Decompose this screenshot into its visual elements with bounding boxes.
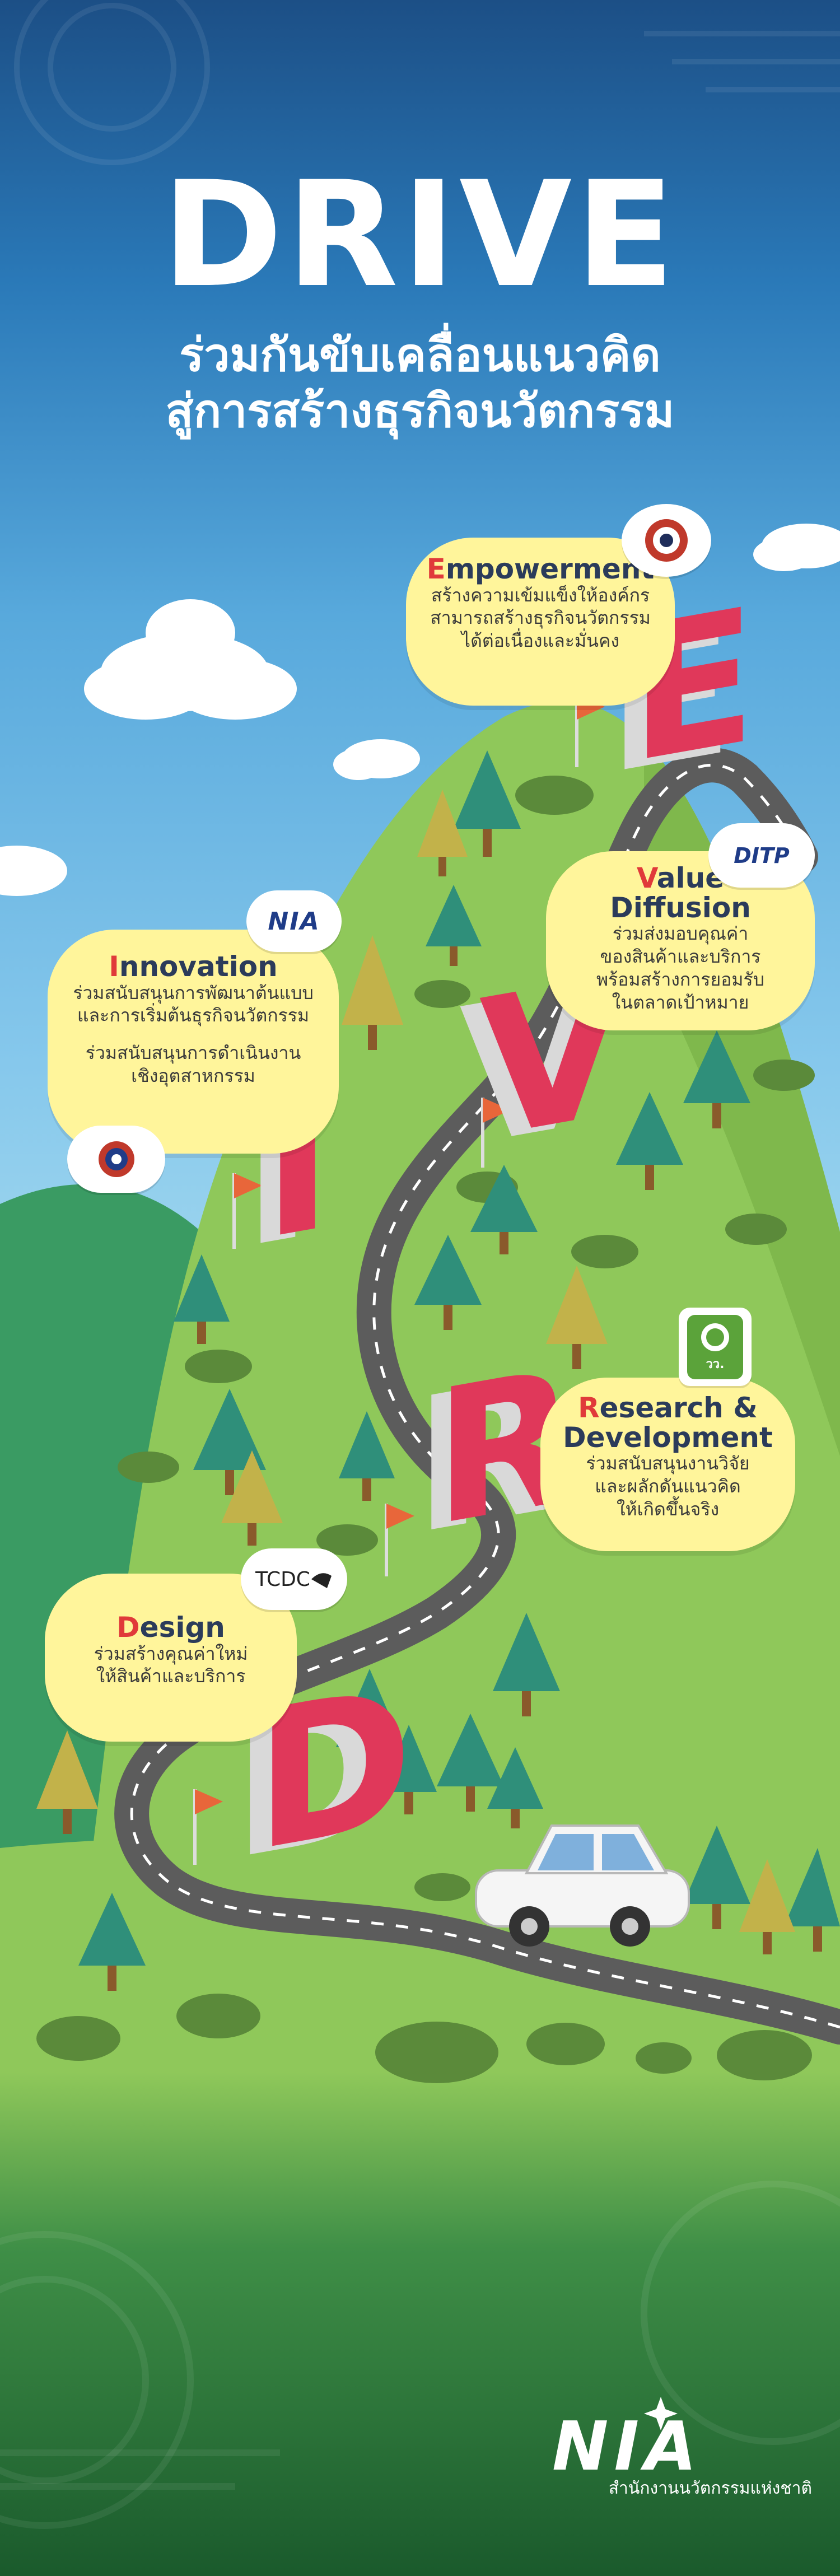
research-line: ให้เกิดขึ้นจริง: [616, 1498, 720, 1520]
letter-r: R R: [414, 1328, 576, 1576]
value-diffusion-heading-2: Diffusion: [610, 891, 751, 924]
tcdc-swoosh-icon: [311, 1573, 332, 1588]
empowerment-rest: mpowerment: [445, 553, 655, 585]
empowerment-cap: E: [426, 553, 446, 585]
tcdc-logo-text: TCDC: [255, 1567, 310, 1591]
car: [475, 1824, 690, 1947]
nia-footer-logo-text: NIA: [552, 2408, 702, 2486]
partner-logo-ditp: DITP: [708, 823, 815, 888]
innovation-line: ร่วมสนับสนุนการดำเนินงาน: [85, 1042, 301, 1064]
value-diffusion-bubble: Value Diffusion ร่วมส่งมอบคุณค่า ของสินค…: [546, 851, 815, 1030]
gear-icon: [645, 519, 688, 562]
value-diffusion-heading: Value: [546, 864, 815, 893]
innovation-line: เชิงอุตสาหกรรม: [131, 1065, 255, 1087]
empowerment-bubble: Empowerment สร้างความเข้มแข็งให้องค์กร ส…: [406, 538, 675, 706]
cloud: [333, 739, 420, 780]
value-diffusion-cap: V: [636, 862, 657, 894]
design-line: ให้สินค้าและบริการ: [96, 1665, 246, 1687]
design-rest: esign: [139, 1611, 225, 1644]
flag: [385, 1504, 414, 1576]
subtitle-line-1: ร่วมกันขับเคลื่อนแนวคิด: [179, 329, 661, 382]
innovation-line: และการเริ่มต้นธุรกิจนวัตกรรม: [77, 1005, 310, 1026]
partner-logo-tistr: วว.: [679, 1308, 752, 1386]
empowerment-heading: Empowerment: [406, 554, 675, 584]
research-rest: esearch &: [599, 1392, 758, 1424]
value-diffusion-line: ร่วมส่งมอบคุณค่า: [612, 923, 749, 944]
value-diffusion-line: พร้อมสร้างการยอมรับ: [596, 968, 764, 990]
bush: [36, 776, 815, 2083]
research-heading-2: Development: [563, 1421, 773, 1454]
nia-small-logo-text: NIA: [268, 907, 320, 936]
industry-emblem-icon: [98, 1141, 134, 1177]
design-line: ร่วมสร้างคุณค่าใหม่: [94, 1642, 248, 1664]
circuit-decoration: [0, 2181, 840, 2529]
flag: [193, 1789, 223, 1865]
flag: [481, 1098, 511, 1168]
research-cap: R: [578, 1392, 600, 1424]
subtitle-line-2: สู่การสร้างธุรกิจนวัตกรรม: [165, 385, 675, 438]
research-heading: Research &: [540, 1393, 795, 1423]
innovation-cap: I: [109, 950, 119, 983]
research-bubble: Research & Development ร่วมสนับสนุนงานวิ…: [540, 1378, 795, 1551]
pine-tree: [78, 750, 840, 1991]
ground-fade: [0, 2072, 840, 2576]
innovation-heading: Innovation: [48, 952, 339, 982]
tistr-emblem-icon: [701, 1323, 729, 1351]
cloud: [84, 599, 297, 720]
value-diffusion-line: ในตลาดเป้าหมาย: [612, 991, 749, 1013]
empowerment-line: สามารถสร้างธุรกิจนวัตกรรม: [430, 607, 651, 629]
empowerment-line: ได้ต่อเนื่องและมั่นคง: [461, 630, 619, 652]
footer-org-name: สำนักงานนวัตกรรมแห่งชาติ: [608, 2479, 812, 2498]
partner-logo-nia: NIA: [246, 890, 342, 952]
partner-logo-gear-icon: [622, 504, 711, 577]
pine-tree: [36, 790, 795, 1954]
page-title: DRIVE: [162, 151, 678, 320]
tistr-logo-text: วว.: [706, 1357, 725, 1371]
research-line: ร่วมสนับสนุนงานวิจัย: [586, 1453, 750, 1474]
ditp-logo-text: DITP: [734, 843, 790, 868]
partner-logo-tcdc: TCDC: [241, 1548, 347, 1610]
nia-footer-logo: NIA: [493, 2397, 762, 2481]
design-cap: D: [116, 1611, 140, 1644]
design-heading: Design: [45, 1613, 297, 1642]
circuit-decoration: [14, 0, 840, 165]
partner-logo-dip: [67, 1126, 165, 1193]
tistr-emblem: วว.: [687, 1314, 743, 1379]
value-diffusion-line: ของสินค้าและบริการ: [600, 945, 761, 967]
nia-star-icon: [644, 2397, 678, 2430]
innovation-bubble: Innovation ร่วมสนับสนุนการพัฒนาต้นแบบ แล…: [48, 930, 339, 1154]
flag: [232, 1173, 262, 1249]
empowerment-line: สร้างความเข้มแข็งให้องค์กร: [431, 584, 650, 606]
research-line: และผลักดันแนวคิด: [595, 1475, 741, 1497]
innovation-rest: nnovation: [119, 950, 278, 983]
cloud: [753, 524, 840, 571]
innovation-line: ร่วมสนับสนุนการพัฒนาต้นแบบ: [73, 982, 314, 1004]
cloud: [0, 846, 67, 896]
